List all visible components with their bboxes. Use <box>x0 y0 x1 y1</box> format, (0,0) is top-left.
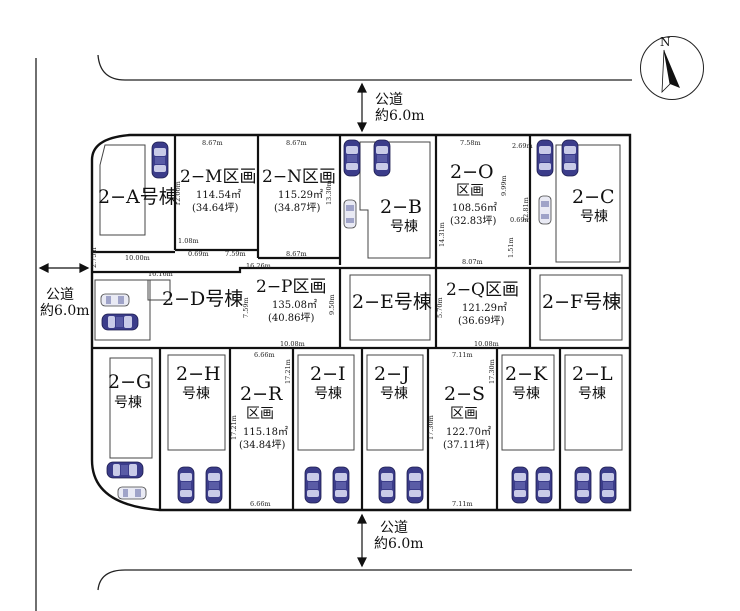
lot-2j-sub: 号棟 <box>380 386 408 402</box>
dim-p-bottom: 10.08m <box>280 340 305 348</box>
dim-m-left-small: 1.08m <box>178 237 199 245</box>
dim-o-left: 14.31m <box>438 222 446 247</box>
lot-2l-label: 2−L <box>572 363 613 385</box>
lot-2s-tsubo: (37.11坪) <box>443 438 490 451</box>
dimension-labels: 8.67m 8.67m 8.67m 13.30m 7.59m 0.69m 1.0… <box>90 139 533 508</box>
lot-2l-sub: 号棟 <box>578 386 606 402</box>
north-road-type: 公道 <box>375 92 403 108</box>
lot-2k-sub: 号棟 <box>512 386 540 402</box>
compass-n-label: N <box>660 35 671 49</box>
lot-2o-tsubo: (32.83坪) <box>450 214 497 227</box>
lot-2p-label: 2−P区画 <box>256 277 327 297</box>
lot-2m-area: 114.54㎡ <box>196 189 241 201</box>
lot-2s-label: 2−S <box>444 383 485 405</box>
lot-2q-area: 121.29㎡ <box>462 302 507 314</box>
south-road-type: 公道 <box>380 520 408 536</box>
west-road-width: 約6.0m <box>40 303 90 319</box>
lot-2h-label: 2−H <box>176 363 221 385</box>
dim-i-left: 17.21m <box>284 359 292 384</box>
lot-2d-label: 2−D号棟 <box>162 288 243 310</box>
dim-o-top: 7.58m <box>460 139 481 147</box>
dim-a-bottom: 10.00m <box>125 254 150 262</box>
dim-m-left-side: 12.00m <box>174 181 182 206</box>
dim-p-left: 7.59m <box>242 297 250 318</box>
lot-2o-label: 2−O <box>450 161 494 183</box>
lot-2m-tsubo: (34.64坪) <box>192 201 239 214</box>
lot-2r-tsubo: (34.84坪) <box>239 438 286 451</box>
dim-s-left: 17.30m <box>427 415 435 440</box>
north-road-width: 約6.0m <box>375 108 425 124</box>
lot-2g-sub: 号棟 <box>114 395 142 411</box>
dim-c-top: 2.69m <box>512 142 533 150</box>
dim-p-right: 9.50m <box>328 294 336 315</box>
lot-2j-label: 2−J <box>374 363 410 385</box>
lot-2q-label: 2−Q区画 <box>446 280 519 300</box>
lot-2r-label: 2−R <box>240 383 283 405</box>
lot-2p-area: 135.08㎡ <box>272 299 317 311</box>
road-width-arrows <box>38 82 367 568</box>
dim-r-top: 6.66m <box>254 351 275 359</box>
lot-2m-label: 2−M区画 <box>180 167 256 187</box>
dim-m-top: 8.67m <box>202 139 223 147</box>
dim-d-top: 16.16m <box>148 270 173 278</box>
dim-q-left: 5.70m <box>436 297 444 318</box>
north-road-label: 公道 約6.0m <box>375 92 425 124</box>
south-road-width: 約6.0m <box>374 536 424 552</box>
lot-2g-label: 2−G <box>108 371 151 393</box>
lot-2k-label: 2−K <box>505 363 548 385</box>
dim-o-side: 1.51m <box>507 237 515 258</box>
lot-2p-tsubo: (40.86坪) <box>268 311 315 324</box>
lot-2c-sub: 号棟 <box>580 209 608 225</box>
lot-2a-label: 2−A号棟 <box>98 186 178 208</box>
west-road-type: 公道 <box>46 287 74 303</box>
dim-s-top: 7.11m <box>452 351 473 359</box>
dim-m-bottom-right: 7.59m <box>225 250 246 258</box>
lot-2s-sub: 区画 <box>450 406 478 422</box>
lot-2r-sub: 区画 <box>246 406 274 422</box>
dim-q-bottom: 10.08m <box>474 340 499 348</box>
lot-2q-tsubo: (36.69坪) <box>458 314 505 327</box>
building-footprints <box>94 141 623 459</box>
dim-s-bottom: 7.11m <box>452 500 473 508</box>
lot-2o-sub: 区画 <box>456 183 484 199</box>
lot-2s-area: 122.70㎡ <box>446 426 491 438</box>
lot-boundaries <box>92 135 630 510</box>
lot-2i-sub: 号棟 <box>314 386 342 402</box>
lot-2n-tsubo: (34.87坪) <box>274 201 321 214</box>
dim-r-bottom: 6.66m <box>250 500 271 508</box>
dim-n-bottom: 8.67m <box>286 250 307 258</box>
dim-p-top: 16.26m <box>246 262 271 270</box>
lot-2b-label: 2−B <box>380 196 422 218</box>
lot-2b-sub: 号棟 <box>390 219 418 235</box>
south-road-label: 公道 約6.0m <box>374 520 424 552</box>
lot-2c-label: 2−C <box>572 186 615 208</box>
dim-s-right: 17.30m <box>488 359 496 384</box>
lot-2n-area: 115.29㎡ <box>278 189 323 201</box>
dim-r-left: 17.21m <box>230 415 238 440</box>
compass-rose <box>640 36 704 100</box>
lot-2n-label: 2−N区画 <box>262 167 336 187</box>
lot-2o-area: 108.56㎡ <box>452 202 497 214</box>
lot-2r-area: 115.18㎡ <box>243 426 288 438</box>
lot-2i-label: 2−I <box>310 363 346 385</box>
lot-2e-label: 2−E号棟 <box>352 291 432 313</box>
dim-n-right: 13.30m <box>325 180 333 205</box>
dim-left-small: 2.75m <box>90 247 98 268</box>
lot-2f-label: 2−F号棟 <box>542 291 621 313</box>
dim-n-top: 8.67m <box>286 139 307 147</box>
lot-labels: 2−A号棟 2−M区画 114.54㎡ (34.64坪) 2−N区画 115.2… <box>98 161 621 451</box>
dim-o-bottom: 8.07m <box>462 258 483 266</box>
dim-c-side: 22.81m <box>522 197 530 222</box>
dim-o-small: 0.69m <box>510 216 531 224</box>
south-road-edge <box>97 569 632 591</box>
north-road-edge <box>97 54 632 81</box>
dim-o-right: 9.99m <box>500 175 508 196</box>
west-road-label: 公道 約6.0m <box>40 287 90 319</box>
lot-2h-sub: 号棟 <box>182 386 210 402</box>
dim-m-bottom-left: 0.69m <box>188 250 209 258</box>
